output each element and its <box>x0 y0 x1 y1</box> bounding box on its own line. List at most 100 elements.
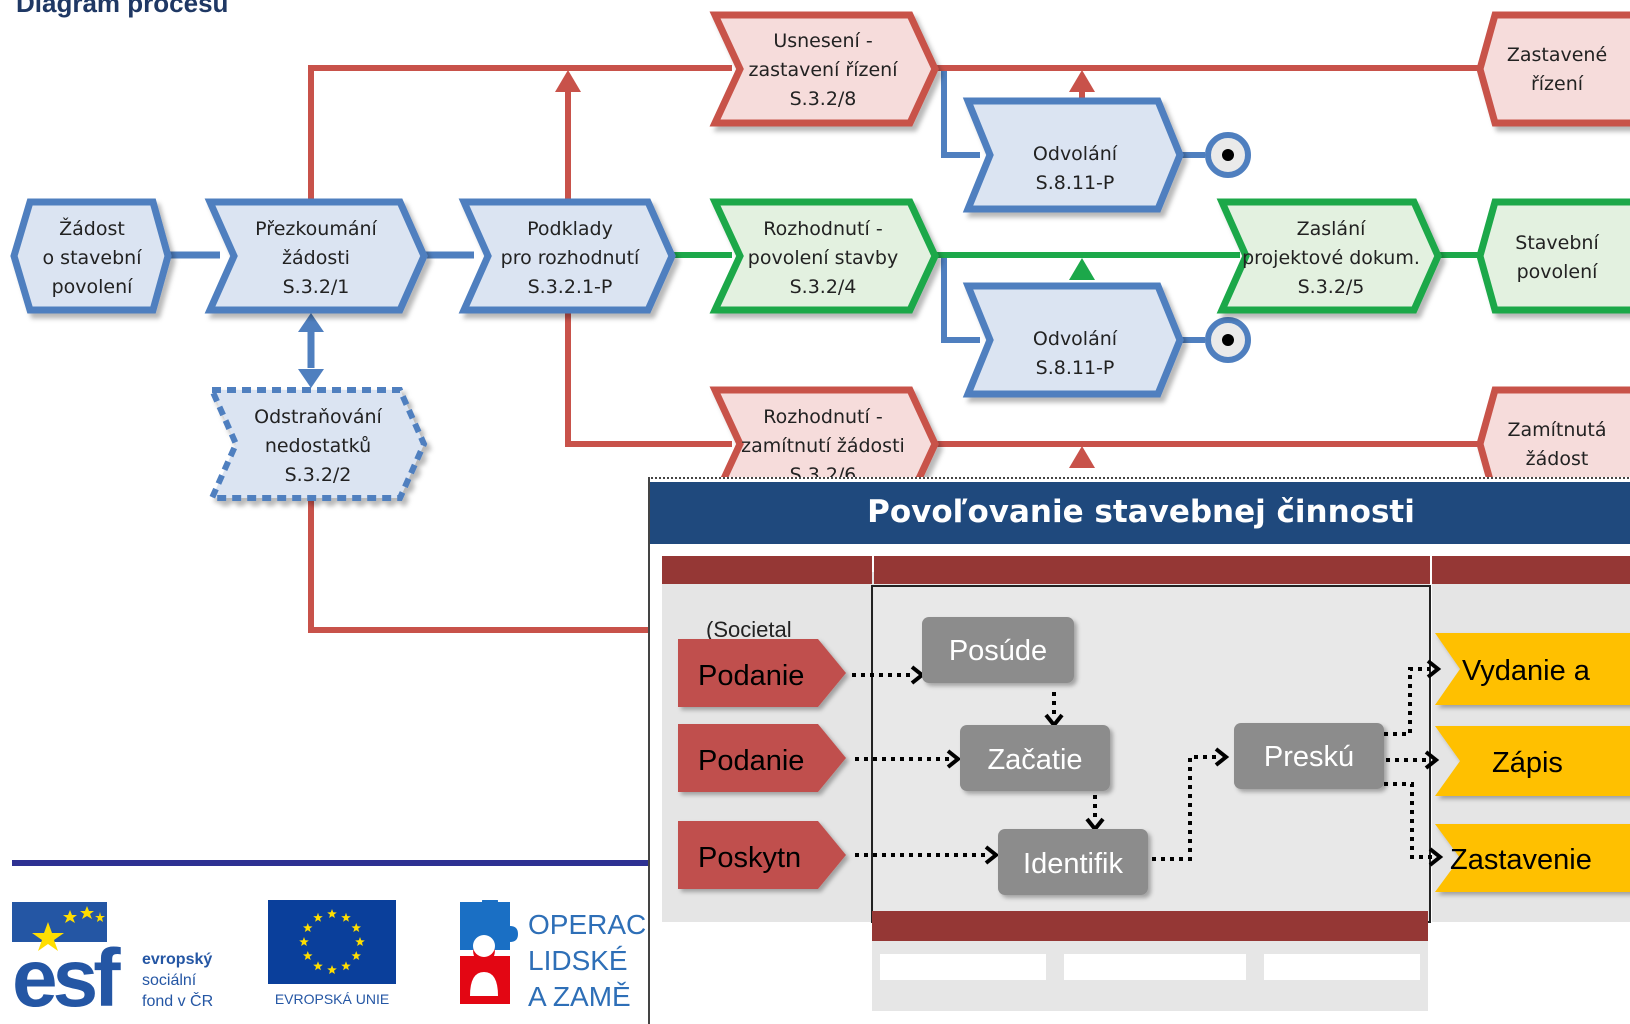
dotted-connector <box>1384 667 1430 736</box>
esf-logo-line: sociální <box>142 972 197 989</box>
node-label-line: povolení <box>52 276 134 298</box>
chevron-shape <box>1435 824 1630 892</box>
connectors <box>168 65 1480 633</box>
eu-star-icon <box>351 923 361 932</box>
footer-rule <box>12 860 652 866</box>
node-label-line: Podklady <box>527 218 613 240</box>
node-label-line: o stavební <box>43 247 143 269</box>
step-label: Identifik <box>1023 848 1123 880</box>
eu-star-icon <box>303 923 313 932</box>
eu-star-icon <box>313 961 323 971</box>
node-label-line: pro rozhodnutí <box>501 247 640 269</box>
node-label-line: Usnesení - <box>773 30 872 52</box>
step-label: Preskú <box>1264 741 1354 773</box>
node-shape <box>207 387 428 501</box>
arrowheads <box>298 70 1095 468</box>
connector-prezkoumani-usneseni <box>308 65 732 200</box>
process-step: Posúde <box>922 617 1074 683</box>
process-step: Identifik <box>998 829 1148 895</box>
node-label-line: S.3.2/1 <box>283 276 350 298</box>
op-logo-line: LIDSKÉ <box>528 945 628 976</box>
node-label-line: Přezkoumání <box>255 218 377 240</box>
node-label-line: S.8.11-P <box>1036 172 1115 194</box>
puzzle-piece-icon <box>460 900 518 950</box>
output-chevron: Zápis <box>1435 726 1630 796</box>
process-step: Začatie <box>960 725 1110 791</box>
chevron-shape <box>1435 633 1630 705</box>
esf-star-icon <box>63 910 77 923</box>
step-label: Začatie <box>987 744 1082 776</box>
connector-odstranovani-return <box>308 495 650 633</box>
node-shape <box>10 198 172 314</box>
connector-podklady-zamitnuti <box>565 305 732 447</box>
node-label-line: žádosti <box>282 247 350 269</box>
eu-star-icon <box>327 965 337 974</box>
overlay-header-bar-right <box>1432 556 1630 584</box>
input-chevron: Poskytn <box>678 821 846 889</box>
connector-usneseni-odvolani <box>941 68 980 158</box>
chevron-label: Zastavenie <box>1450 844 1592 876</box>
overlay-bottom-cell <box>1264 954 1420 980</box>
esf-star-icon <box>80 906 94 919</box>
node-label-line: S.8.11-P <box>1036 357 1115 379</box>
arrowhead-icon <box>1214 747 1230 767</box>
step-box <box>922 617 1074 683</box>
eu-star-icon <box>355 937 365 946</box>
step-box <box>998 829 1148 895</box>
eu-star-icon <box>313 912 323 922</box>
chevron-label: Poskytn <box>698 842 801 874</box>
overlay-diagram: (Societal <box>662 556 1630 1011</box>
esf-logo-line: fond v ČR <box>142 991 213 1010</box>
esf-logo-mark: esf <box>12 933 121 1012</box>
arrowhead-icon <box>946 749 962 769</box>
person-body-icon <box>470 972 498 996</box>
chevron-shape <box>678 821 846 889</box>
eu-stars-icon <box>299 909 365 974</box>
node-shape <box>1476 11 1630 127</box>
node-label-line: nedostatků <box>265 435 371 457</box>
chevron-shape <box>678 639 846 707</box>
arrow-down-blue <box>298 369 324 388</box>
chevron-label: Vydanie a <box>1462 655 1591 687</box>
end-event-dot <box>1222 334 1234 346</box>
output-chevron: Vydanie a <box>1435 633 1630 705</box>
esf-star-icon <box>32 922 64 951</box>
eu-star-icon <box>341 961 351 971</box>
node-label-line: Rozhodnutí - <box>763 218 882 240</box>
node-label-line: Stavební <box>1515 232 1599 254</box>
node-shape <box>962 282 1184 398</box>
connector-rozhodnuti-odvolani <box>941 255 980 343</box>
op-logo-line: OPERAC <box>528 909 646 940</box>
page-title: Diagram procesu <box>16 0 229 18</box>
node-shape <box>1216 198 1442 314</box>
node-label-line: S.3.2/2 <box>285 464 352 486</box>
chevron-shape <box>1435 726 1630 796</box>
node-label-line: S.3.2.1-P <box>528 276 613 298</box>
end-event <box>1205 317 1251 363</box>
end-event-dot <box>1222 149 1234 161</box>
arrow-up-red-zamitnuti <box>1069 446 1095 468</box>
arrowhead-icon <box>1426 659 1442 679</box>
eu-logo: EVROPSKÁ UNIE <box>268 900 396 1007</box>
overlay-bottom-cell <box>880 954 1046 980</box>
esf-star-icon <box>95 912 105 922</box>
overlay-title: Povoľovanie stavebnej činnosti <box>650 482 1630 544</box>
node-shape <box>962 97 1184 213</box>
node-label-line: Odvolání <box>1033 328 1118 350</box>
node-label-line: Odvolání <box>1033 143 1118 165</box>
eu-star-icon <box>303 951 313 960</box>
overlay-bottom-cell <box>1064 954 1246 980</box>
